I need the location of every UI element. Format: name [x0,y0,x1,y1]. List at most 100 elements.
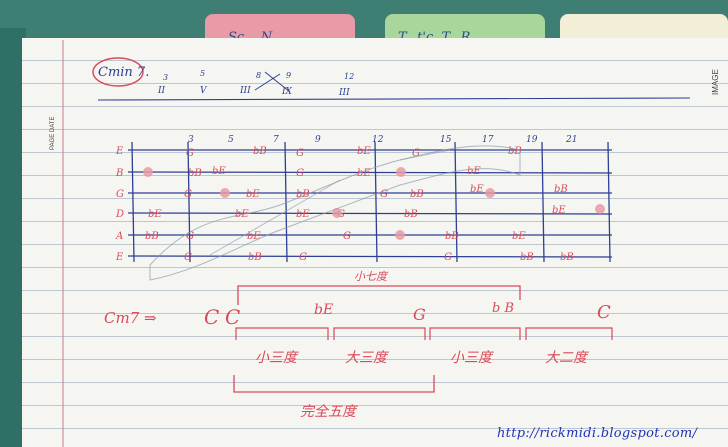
note-label: G [299,252,307,263]
top-number: 5 [200,69,205,78]
note-label: G [444,252,452,263]
root-marker [395,230,405,240]
interval-label: 小三度 [255,350,299,366]
top-mark: III [239,86,251,96]
root-marker [396,167,406,177]
formula-note: C [597,302,611,323]
margin-label: PAGE DATE [50,117,56,150]
root-marker [143,167,153,177]
position-shape-outline [149,145,521,281]
fret-number: 3 [188,135,194,145]
top-number: 8 [256,71,261,80]
ruled-lines [22,38,728,447]
note-label: G [343,231,351,242]
note-label: G [296,148,304,159]
note-label: bE [148,209,162,220]
formula-label: Cm7 ⇒ [104,309,157,327]
fret-line [374,141,378,263]
note-label: bE [357,168,371,179]
note-label: G [186,148,194,159]
frets [131,141,611,263]
note-label: G [186,231,194,242]
chord-name: Cmin 7. [98,65,149,80]
fret-line [607,141,611,263]
note-label: G [380,189,388,200]
binder-edge [0,28,26,447]
note-label: bE [470,184,484,195]
root-marker [595,204,605,214]
fret-number: 19 [526,135,538,145]
string-line [127,255,613,258]
formula-note: b B [492,301,514,316]
note-label: bB [445,231,459,242]
interval-label: 大二度 [545,350,589,366]
chord-name-circle [92,57,144,87]
note-label: G [412,148,420,159]
fret-line [541,141,545,263]
fret-number: 9 [315,135,321,145]
note-label: G [184,252,192,263]
root-marker [332,208,342,218]
root-marker [485,188,495,198]
formula-note: bE [314,302,333,318]
top-cross-mark [254,71,291,93]
top-underline [97,97,691,101]
strings [127,149,613,258]
note-label: bE [552,205,566,216]
string-name: E [115,252,124,263]
note-label: bE [212,166,226,177]
formula-root: C [204,305,219,329]
note-label: bB [560,252,574,263]
formula-note: G [413,305,426,324]
top-number: 12 [344,72,354,81]
string-line [127,212,613,215]
note-label: bE [512,231,526,242]
blog-watermark: http://rickmidi.blogspot.com/ [497,426,698,441]
string-name: B [115,168,123,179]
note-marks: GbE bB GbE GbE bB GbB bE bE GbB bE GbB bE bB bE bE GbB b… [143,146,605,263]
string-name: E [115,146,124,157]
fret-line [454,141,458,263]
fret-number: 7 [273,135,279,145]
top-mark: II [157,86,166,96]
right-edge-label: IMAGE [711,69,720,95]
note-label: bE [467,166,481,177]
top-mark: IX [281,87,293,97]
fret-number: 21 [565,135,577,145]
note-label: bE [247,231,261,242]
top-markers: 3 5 8 9 12 II V III IX III [97,69,691,101]
note-label: bB [554,184,568,195]
note-label: bB [508,146,522,157]
top-mark: III [338,88,350,98]
formula-root-rep: C [225,305,240,329]
note-label: bE [296,209,310,220]
fret-line [284,141,288,263]
top-number: 9 [286,71,291,80]
string-name: D [115,209,124,220]
fret-line [187,141,191,263]
note-label: bB [296,189,310,200]
interval-label: 小三度 [450,350,494,366]
interval-bottom-bracket [233,375,435,393]
note-label: bE [246,189,260,200]
interval-bottom-label: 完全五度 [300,404,358,420]
string-line [127,171,613,174]
root-marker [220,188,230,198]
fret-number: 5 [228,135,234,145]
note-label: bB [253,146,267,157]
fret-number: 17 [482,135,494,145]
string-name: A [115,231,123,242]
interval-top-bracket [237,285,521,305]
fret-line [131,141,135,263]
note-label: bB [520,252,534,263]
interval-diagram: 小七度 Cm7 ⇒ C C bE G b B C 小三度 大三度 小三度 大二度… [104,270,613,420]
note-label: G [184,189,192,200]
note-label: bB [145,231,159,242]
fret-number: 15 [440,135,452,145]
note-label: bB [410,189,424,200]
